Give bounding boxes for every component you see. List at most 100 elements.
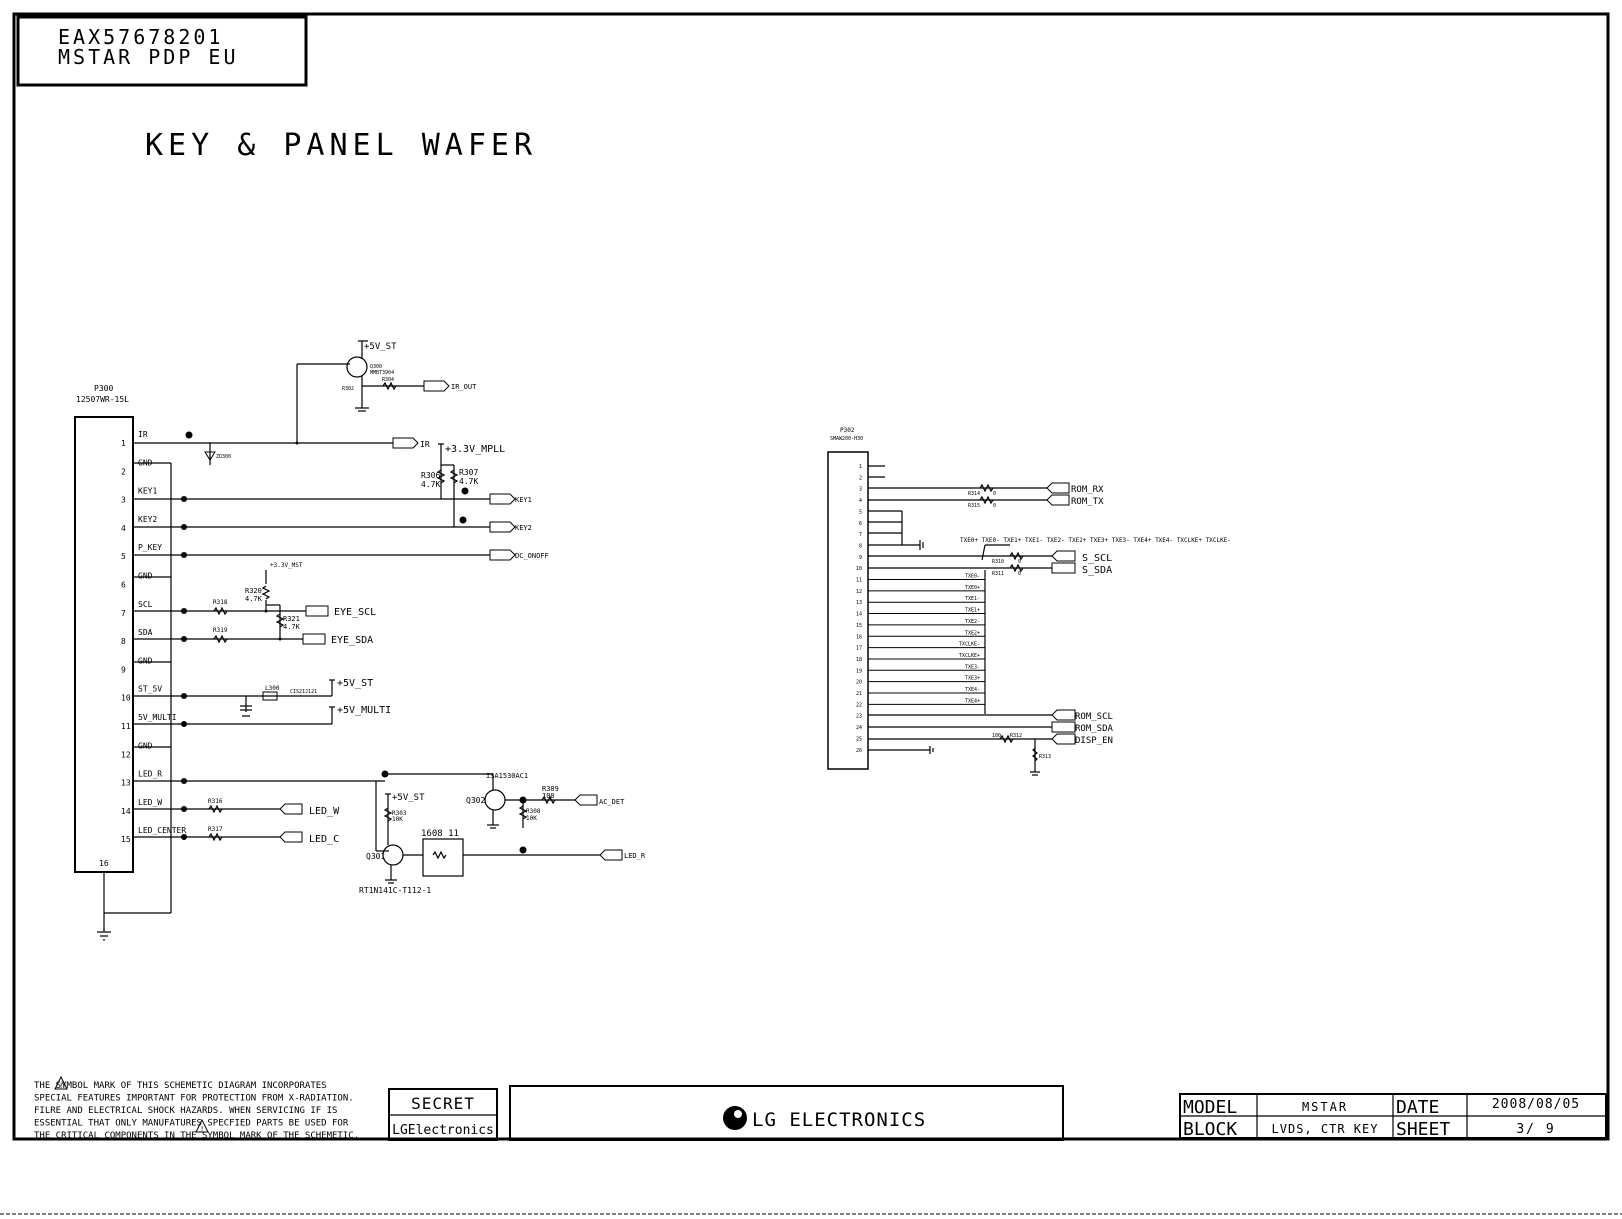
p300-pin16: 16: [99, 859, 109, 868]
net-led-w: LED_W: [309, 806, 340, 817]
r315-value: 0: [993, 503, 996, 509]
rom-sda-flag: [1051, 721, 1076, 733]
p300-pin-number: 5: [121, 552, 126, 561]
q302-part: ISA1530AC1: [486, 772, 528, 780]
r316-label: R316: [208, 798, 223, 805]
lvds-signal-label: TXE2+: [965, 630, 980, 636]
r311-label: R311: [992, 571, 1004, 577]
q300-ref: Q300: [370, 364, 382, 370]
r307-label: R307: [459, 468, 478, 477]
p300-pin-number: 2: [121, 467, 126, 476]
p302-pin-number: 5: [859, 509, 862, 515]
p300-pin-number: 11: [121, 722, 131, 731]
p302-pin-number: 7: [859, 532, 862, 538]
net-5v-st-low: +5V_ST: [392, 793, 425, 803]
r309-label: R309: [542, 785, 559, 793]
q302-transistor: [484, 789, 506, 811]
lg-logo-icon: [723, 1106, 747, 1130]
p302-ref: P302: [840, 427, 855, 434]
r320-value: 4.7K: [245, 595, 263, 603]
p302-pin-number: 24: [856, 725, 862, 731]
disp-en-flag: [1051, 733, 1076, 745]
net-led-r: LED_R: [624, 852, 646, 860]
rom-rx-flag: [1046, 482, 1070, 494]
r303-label: R303: [392, 810, 407, 817]
safety-note: THE SYMBOL MARK OF THIS SCHEMETIC DIAGRA…: [34, 1081, 359, 1141]
p302-connector: [827, 451, 869, 770]
sheet-label: SHEET: [1396, 1119, 1450, 1140]
p302-pin-number: 21: [856, 691, 862, 697]
r312-value: 100: [992, 733, 1001, 739]
p302-pin-number: 26: [856, 748, 862, 754]
p300-pin-signal: 5V_MULTI: [138, 713, 177, 722]
p300-pin-number: 14: [121, 807, 131, 816]
p300-pin-signal: GND: [138, 741, 153, 750]
p300-pin-number: 10: [121, 694, 131, 703]
net-eye-sda: EYE_SDA: [331, 635, 373, 646]
note-line: SPECIAL FEATURES IMPORTANT FOR PROTECTIO…: [34, 1094, 354, 1104]
net-3v3-mpll: +3.3V_MPLL: [445, 444, 505, 455]
p300-pin-number: 13: [121, 779, 131, 788]
r315-label: R315: [968, 503, 980, 509]
p300-pin-list: 1IR2GND3KEY14KEY25P_KEY6GND7SCL8SDA9GND1…: [121, 430, 186, 844]
p302-pin-list: 1234567891011121314151617181920212223242…: [856, 464, 862, 754]
net-dc-onoff: DC_ONOFF: [515, 552, 549, 560]
p302-pin-number: 14: [856, 612, 862, 618]
key1-flag: [489, 493, 516, 505]
net-rom-scl: ROM_SCL: [1075, 712, 1113, 722]
net-ac-det: AC_DET: [599, 798, 625, 806]
p300-pin-signal: LED_W: [138, 798, 162, 807]
lvds-signal-label: TXE4+: [965, 698, 980, 704]
r319-label: R319: [213, 627, 228, 634]
svg-text:!: !: [200, 1125, 204, 1133]
lvds-signal-label: TXCLKE+: [959, 653, 980, 659]
r321-label: R321: [283, 615, 300, 623]
p300-pin-signal: GND: [138, 572, 153, 581]
doc-id-box: [16, 15, 308, 87]
key2-flag: [489, 521, 516, 533]
note-line: THE SYMBOL MARK OF THIS SCHEMETIC DIAGRA…: [34, 1081, 327, 1091]
p302-pin-number: 19: [856, 668, 862, 674]
ac-det-flag: [574, 794, 598, 806]
p302-pin-number: 17: [856, 646, 862, 652]
block-value: LVDS, CTR KEY: [1272, 1122, 1379, 1136]
q302-ref: Q302: [466, 796, 485, 805]
date-value: 2008/08/05: [1492, 1097, 1580, 1112]
ir-out-flag: [423, 380, 450, 392]
zd300-label: ZD300: [216, 454, 231, 460]
lvds-signal-list: TXE0-TXE0+TXE1-TXE1+TXE2-TXE2+TXCLKE-TXC…: [868, 574, 985, 705]
net-ir-out: IR_OUT: [451, 383, 477, 391]
p302-pin-number: 4: [859, 498, 862, 504]
lvds-signal-label: TXE1+: [965, 608, 980, 614]
net-5v-st-mid: +5V_ST: [337, 678, 373, 689]
p300-pin-signal: KEY1: [138, 487, 157, 496]
p300-pin-signal: LED_R: [138, 770, 162, 779]
p302-pin-number: 9: [859, 555, 862, 561]
date-label: DATE: [1396, 1097, 1439, 1118]
l300-inductor: [262, 691, 278, 701]
net-rom-tx: ROM_TX: [1071, 497, 1104, 507]
r313-label: R313: [1039, 754, 1051, 760]
p302-pin-number: 6: [859, 521, 862, 527]
q300-part: MMBT3904: [370, 370, 394, 376]
p302-pin-number: 1: [859, 464, 862, 470]
net-s-sda: S_SDA: [1082, 565, 1112, 576]
p302-pin-number: 25: [856, 736, 862, 742]
r321-value: 4.7K: [283, 623, 301, 631]
net-s-scl: S_SCL: [1082, 553, 1112, 564]
net-rom-rx: ROM_RX: [1071, 485, 1104, 495]
p302-pin-number: 18: [856, 657, 862, 663]
led-r-flag: [599, 849, 623, 861]
p300-pin-number: 12: [121, 750, 131, 759]
led-w-flag: [279, 803, 303, 815]
led-c-flag: [279, 831, 303, 843]
p302-pin-number: 23: [856, 714, 862, 720]
q301-part: RT1N141C-T112-1: [359, 886, 431, 895]
r314-label: R314: [968, 491, 980, 497]
p300-pin-number: 9: [121, 665, 126, 674]
p300-pin-number: 4: [121, 524, 126, 533]
net-3v3-mst: +3.3V_MST: [270, 562, 303, 569]
net-key1: KEY1: [515, 496, 532, 504]
company-box: [509, 1085, 1064, 1141]
